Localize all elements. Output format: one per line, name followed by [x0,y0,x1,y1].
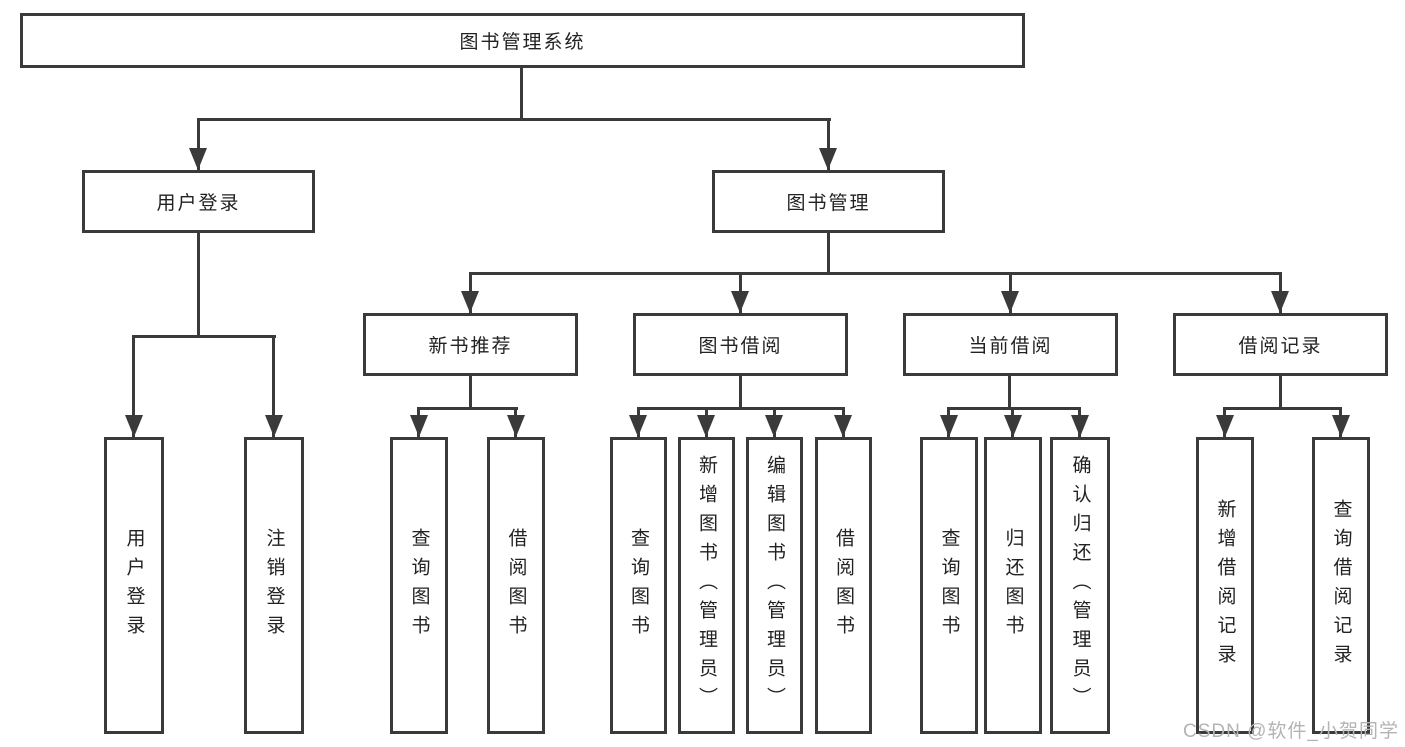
connector-new-book-rec-stub [469,376,472,407]
csdn-watermark: CSDN @软件_小贺同学 [1183,721,1399,742]
connector-book-borrow-stub [739,376,742,407]
node-book-mgmt-label: 图书管理 [786,193,871,214]
arrowhead [1071,415,1089,437]
leaf-query-books-borrow: 查询图书 [610,437,667,734]
connector-user-login-branch [133,335,276,338]
node-current-borrow: 当前借阅 [903,313,1118,376]
node-new-book-rec: 新书推荐 [363,313,578,376]
arrowhead [507,415,525,437]
leaf-return-book: 归还图书 [984,437,1042,734]
leaf-query-books-current: 查询图书 [920,437,978,734]
leaf-edit-book-admin: 编辑图书（管理员） [746,437,803,734]
node-root-label: 图书管理系统 [459,32,586,53]
node-book-mgmt: 图书管理 [712,170,945,233]
connector-book-borrow-branch [637,407,845,410]
arrowhead [697,415,715,437]
arrowhead [1216,415,1234,437]
node-borrow-records-label: 借阅记录 [1238,336,1323,357]
node-new-book-rec-label: 新书推荐 [428,336,513,357]
node-current-borrow-label: 当前借阅 [968,336,1053,357]
leaf-query-borrow-record: 查询借阅记录 [1312,437,1370,734]
arrowhead [819,148,837,170]
connector-user-login-stub [197,233,200,335]
arrowhead [1004,415,1022,437]
leaf-confirm-return-admin: 确认归还（管理员） [1050,437,1110,734]
connector-current-borrow-stub [1008,376,1011,407]
node-book-borrow: 图书借阅 [633,313,848,376]
arrowhead [765,415,783,437]
connector-level1-branch [197,118,831,121]
arrowhead [629,415,647,437]
arrowhead [1001,291,1019,313]
connector-user-login-drop [197,118,200,170]
arrowhead [265,415,283,437]
arrowhead [189,148,207,170]
arrowhead [410,415,428,437]
node-book-borrow-label: 图书借阅 [698,336,783,357]
connector-borrow-records-stub [1279,376,1282,407]
node-borrow-records: 借阅记录 [1173,313,1388,376]
node-user-login-label: 用户登录 [156,193,241,214]
arrowhead [1332,415,1350,437]
leaf-user-login: 用户登录 [104,437,164,734]
connector-new-book-rec-branch [418,407,518,410]
arrowhead [940,415,958,437]
node-root: 图书管理系统 [20,13,1025,68]
arrowhead [731,291,749,313]
node-user-login: 用户登录 [82,170,315,233]
leaf-borrow-books: 借阅图书 [815,437,872,734]
connector-leaf-drop [272,335,275,437]
leaf-add-book-admin: 新增图书（管理员） [678,437,735,734]
leaf-add-borrow-record: 新增借阅记录 [1196,437,1254,734]
leaf-logout: 注销登录 [244,437,304,734]
connector-current-borrow-branch [948,407,1081,410]
connector-leaf-drop [132,335,135,437]
arrowhead [1271,291,1289,313]
connector-book-mgmt-stub [827,233,830,272]
connector-book-mgmt-drop [827,118,830,170]
connector-root-stub [520,68,523,118]
arrowhead [125,415,143,437]
arrowhead [461,291,479,313]
connector-level2-branch [469,272,1282,275]
arrowhead [834,415,852,437]
connector-borrow-records-branch [1224,407,1342,410]
leaf-borrow-books-rec: 借阅图书 [487,437,545,734]
leaf-query-books-rec: 查询图书 [390,437,448,734]
